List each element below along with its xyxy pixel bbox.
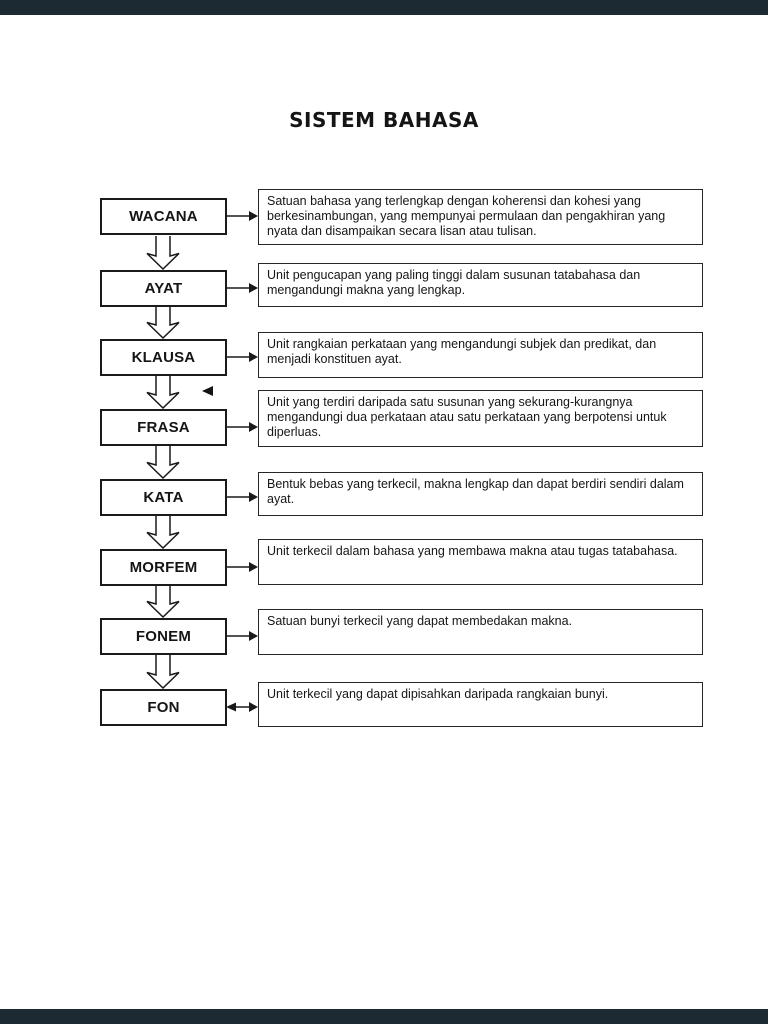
description-line: Unit yang terdiri daripada satu susunan … [267,395,633,409]
right-arrow-icon [226,211,258,221]
right-arrow-icon [226,631,258,641]
description-line: Unit terkecil yang dapat dipisahkan dari… [267,687,609,701]
description-line: menjadi konstituen ayat. [267,352,402,366]
term-label: AYAT [144,280,183,297]
term-box-ayat: AYAT [100,270,227,307]
description-line: mengandungi dua perkataan atau satu perk… [267,410,667,424]
term-label: FON [147,699,180,716]
description-box: Unit yang terdiri daripada satu susunan … [258,390,703,447]
right-arrow-icon [226,422,258,432]
down-arrow-connector [146,515,180,549]
down-arrow-connector [146,655,180,689]
description-line: Satuan bahasa yang terlengkap dengan koh… [267,194,641,208]
page-title: SISTEM BAHASA [289,108,479,132]
term-box-frasa: FRASA [100,409,227,446]
term-label: KATA [143,489,184,506]
description-line: Bentuk bebas yang terkecil, makna lengka… [267,477,684,491]
right-arrow-icon [226,283,258,293]
down-arrow-connector [146,236,180,270]
description-box: Unit rangkaian perkataan yang mengandung… [258,332,703,378]
viewer-bottom-bar [0,1009,768,1024]
term-label: FRASA [137,419,190,436]
term-box-fon: FON [100,689,227,726]
description-box: Satuan bunyi terkecil yang dapat membeda… [258,609,703,655]
description-box: Unit terkecil yang dapat dipisahkan dari… [258,682,703,727]
down-arrow-connector [146,584,180,618]
left-triangle-marker-icon [202,386,213,396]
term-box-fonem: FONEM [100,618,227,655]
right-arrow-icon [226,562,258,572]
term-box-klausa: KLAUSA [100,339,227,376]
description-box: Bentuk bebas yang terkecil, makna lengka… [258,472,703,516]
term-box-kata: KATA [100,479,227,516]
term-label: KLAUSA [131,349,196,366]
double-arrow-icon [226,702,258,712]
description-line: Satuan bunyi terkecil yang dapat membeda… [267,614,573,628]
term-label: WACANA [129,208,198,225]
term-label: FONEM [135,628,192,645]
viewer-top-bar [0,0,768,15]
down-arrow-connector [146,375,180,409]
down-arrow-connector [146,305,180,339]
description-line: nyata dan disampaikan secara lisan atau … [267,224,537,238]
right-arrow-icon [226,352,258,362]
term-box-morfem: MORFEM [100,549,227,586]
description-line: ayat. [267,492,295,506]
description-box: Satuan bahasa yang terlengkap dengan koh… [258,189,703,245]
description-line: diperluas. [267,425,322,439]
down-arrow-connector [146,445,180,479]
description-box: Unit pengucapan yang paling tinggi dalam… [258,263,703,307]
description-line: berkesinambungan, yang mempunyai permula… [267,209,666,223]
description-line: Unit rangkaian perkataan yang mengandung… [267,337,657,351]
description-line: Unit pengucapan yang paling tinggi dalam… [267,268,641,282]
description-line: Unit terkecil dalam bahasa yang membawa … [267,544,678,558]
description-box: Unit terkecil dalam bahasa yang membawa … [258,539,703,585]
description-line: mengandungi makna yang lengkap. [267,283,466,297]
term-box-wacana: WACANA [100,198,227,235]
right-arrow-icon [226,492,258,502]
term-label: MORFEM [129,559,198,576]
document-page: SISTEM BAHASA WACANA Satuan bahasa yang … [0,15,768,1009]
